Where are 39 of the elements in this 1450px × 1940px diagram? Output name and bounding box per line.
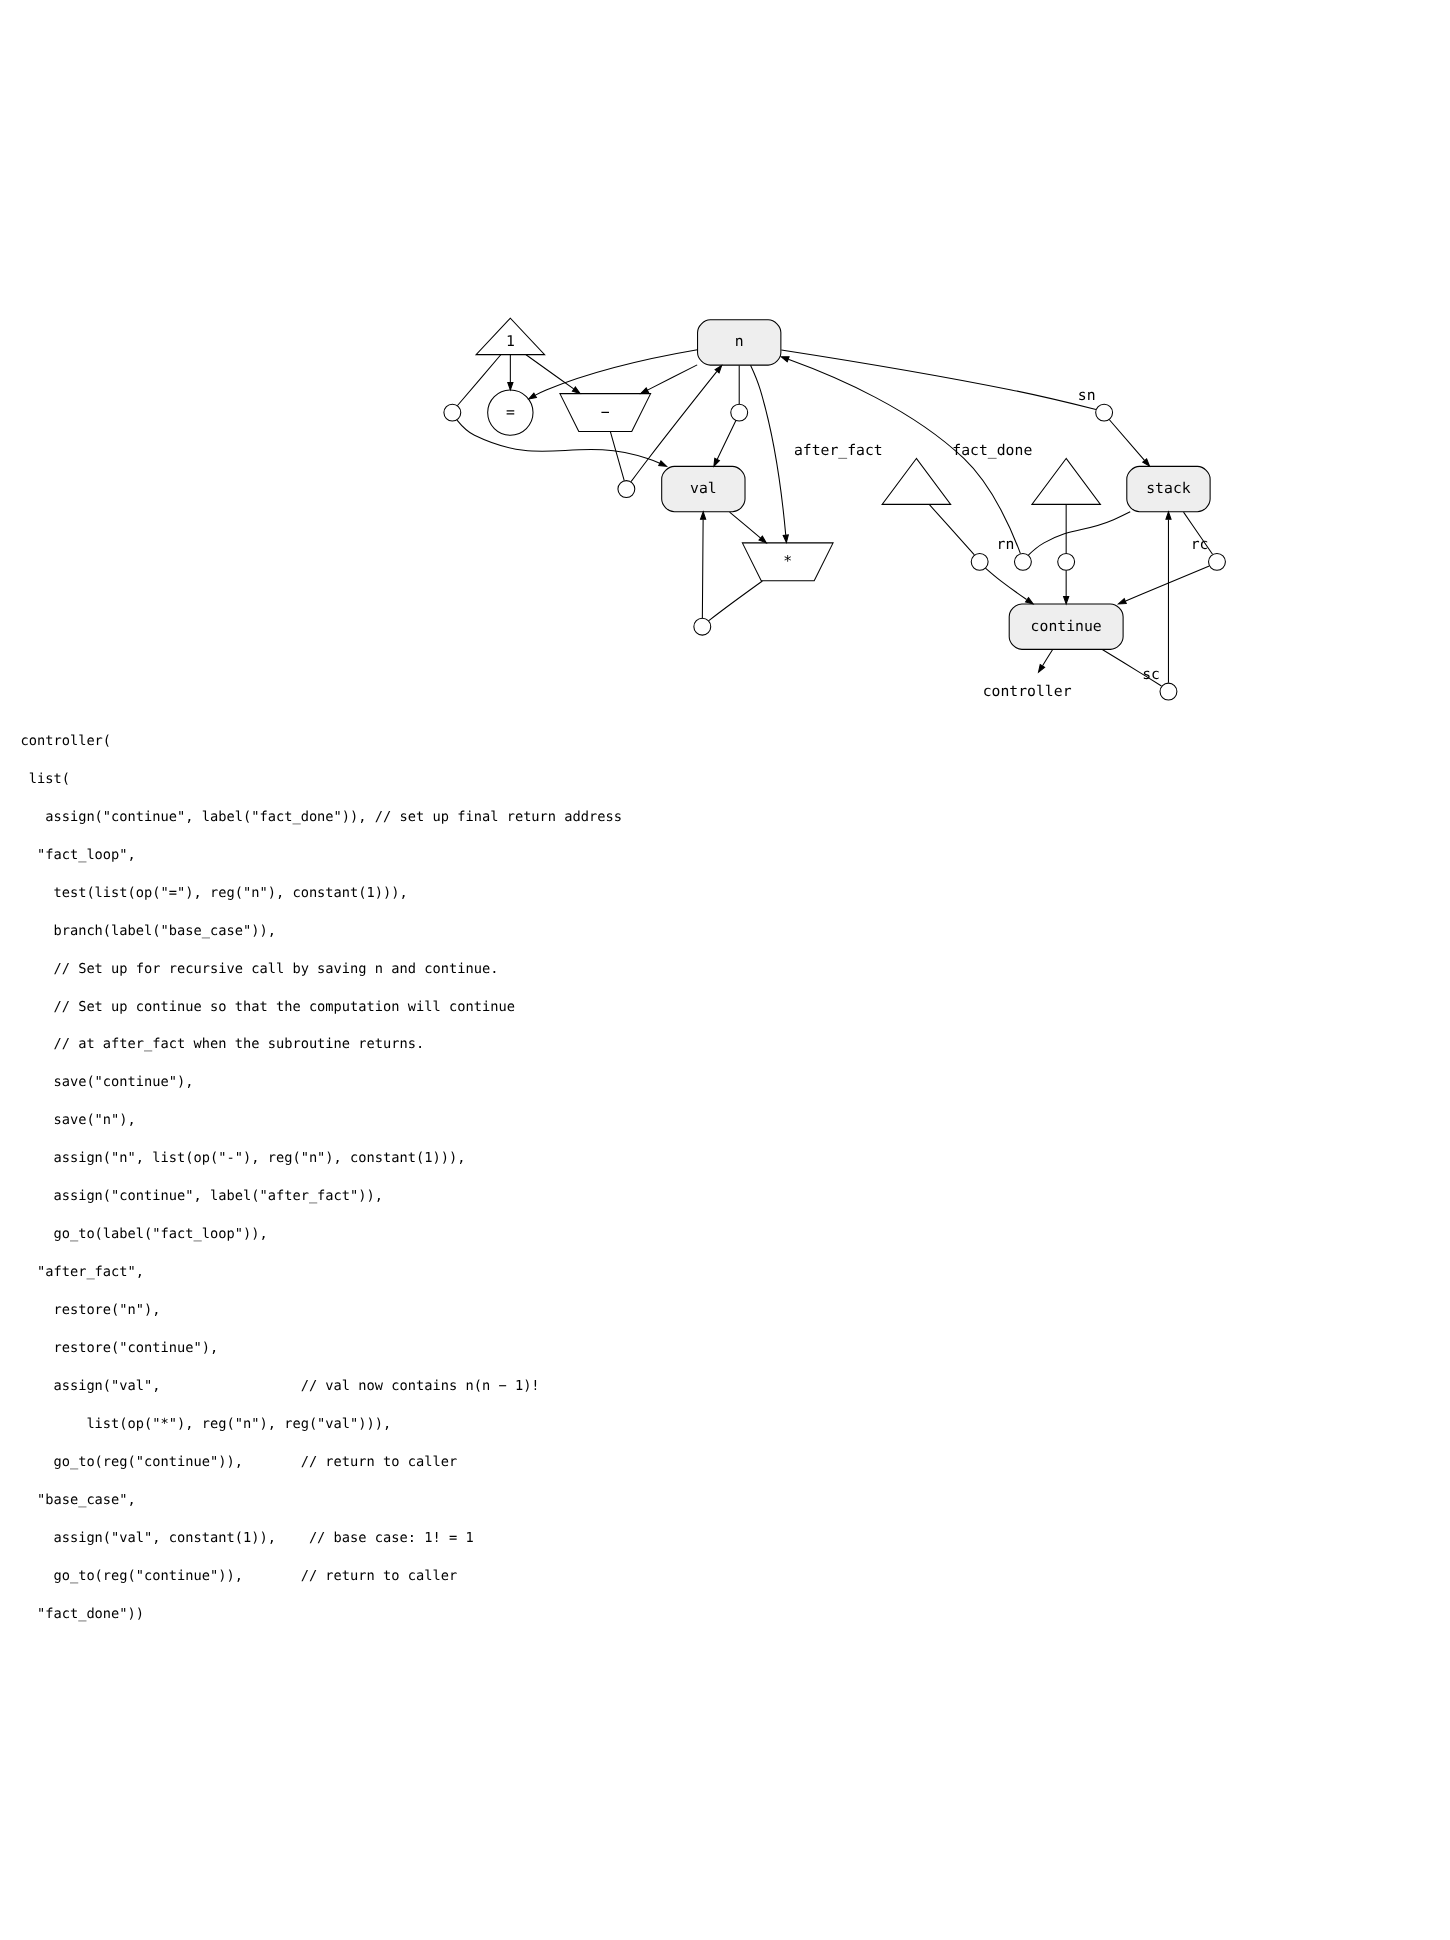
connector	[1065, 503, 1067, 554]
arrow	[984, 567, 1035, 605]
connector	[1027, 511, 1131, 556]
arrow	[1062, 570, 1070, 606]
node-circle	[1208, 552, 1226, 571]
arrow	[699, 510, 707, 619]
arrow	[1037, 649, 1054, 674]
node-circle	[1095, 403, 1114, 422]
arrow	[750, 364, 790, 545]
connector	[1183, 511, 1214, 555]
node-circle	[1057, 552, 1076, 571]
arrow	[1116, 565, 1210, 605]
arrow	[779, 356, 1021, 555]
node-circle	[1159, 682, 1178, 701]
arrow	[729, 511, 768, 544]
arrow	[507, 354, 514, 392]
node-circle	[617, 480, 636, 499]
node-circle	[970, 552, 989, 571]
connector	[1101, 649, 1162, 687]
connector	[708, 580, 763, 622]
arrow	[639, 364, 698, 395]
node-circle	[1013, 552, 1032, 571]
arrow	[630, 364, 723, 483]
connector	[780, 349, 1097, 410]
node-triangle	[881, 457, 952, 505]
arrow	[527, 349, 698, 400]
node-triangle	[1030, 457, 1102, 505]
arrow	[713, 420, 737, 468]
connector	[738, 364, 740, 405]
arrow	[1165, 510, 1172, 684]
arrow	[1108, 418, 1151, 468]
arrow	[456, 419, 668, 467]
connector	[928, 503, 975, 556]
connector	[456, 354, 502, 407]
node-circle	[693, 617, 712, 636]
connector	[609, 431, 625, 482]
node-circle	[730, 403, 749, 422]
node-circle	[443, 403, 462, 422]
arrow	[525, 354, 582, 395]
